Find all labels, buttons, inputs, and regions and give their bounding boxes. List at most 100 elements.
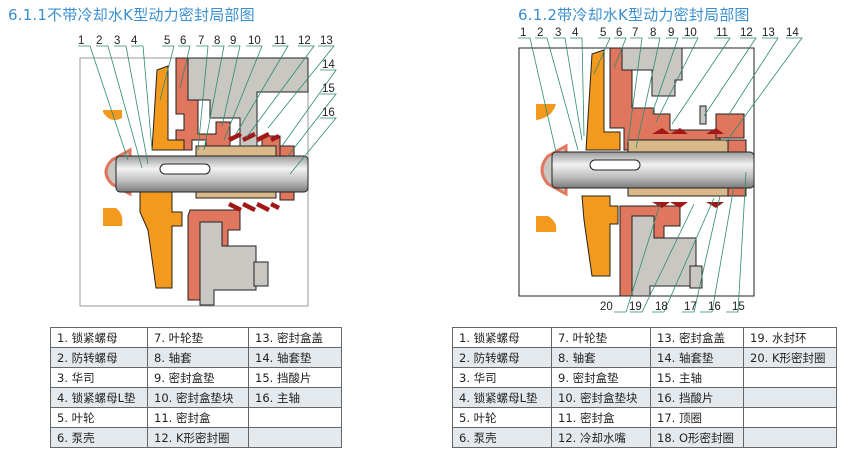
d2-callout: 12 bbox=[740, 27, 753, 39]
parts-table-cell: 9. 密封盒垫 bbox=[551, 367, 651, 388]
d2-callout: 18 bbox=[655, 301, 668, 313]
d1-callout: 2 bbox=[96, 35, 102, 47]
parts-table-cell bbox=[248, 407, 342, 428]
parts-table-cell: 4. 锁紧螺母L垫 bbox=[50, 387, 148, 408]
parts-table-cell: 15. 主轴 bbox=[650, 367, 744, 388]
d2-callout: 9 bbox=[668, 27, 674, 39]
d2-callout: 3 bbox=[555, 27, 561, 39]
d2-impeller-vane-bottom bbox=[536, 216, 557, 232]
d1-gray-housing-lower bbox=[199, 221, 257, 306]
d1-callout: 3 bbox=[114, 35, 120, 47]
d1-callout: 11 bbox=[274, 35, 286, 47]
diagram1-callouts: 1 2 3 4 5 6 7 8 9 10 11 12 13 14 15 16 bbox=[78, 35, 337, 175]
parts-table-cell: 12. 冷却水嘴 bbox=[551, 427, 651, 448]
d1-keyway bbox=[159, 163, 211, 175]
d1-impeller-lower bbox=[139, 191, 183, 289]
parts-table-cell bbox=[743, 367, 837, 388]
d2-callout: 19 bbox=[629, 301, 642, 313]
d2-gland-cover bbox=[715, 113, 745, 139]
parts-table-cell: 2. 防转螺母 bbox=[50, 347, 148, 368]
d2-callout: 2 bbox=[537, 27, 543, 39]
d1-callout: 8 bbox=[214, 35, 220, 47]
parts-table-cell: 4. 锁紧螺母L垫 bbox=[452, 387, 552, 408]
d2-impeller bbox=[585, 49, 621, 151]
d2-cooling-nozzle bbox=[699, 105, 707, 125]
d1-callout: 1 bbox=[78, 35, 84, 47]
d1-impeller-vane-bottom bbox=[103, 208, 123, 226]
parts-table-cell: 19. 水封环 bbox=[743, 327, 837, 348]
parts-table-cell: 13. 密封盒盖 bbox=[248, 327, 342, 348]
d1-main-shaft bbox=[115, 155, 309, 193]
diagram2-title: 6.1.2带冷却水K型动力密封局部图 bbox=[518, 6, 750, 24]
parts-table-cell bbox=[743, 427, 837, 448]
parts-table-cell: 17. 顶圈 bbox=[650, 407, 744, 428]
parts-table-cell: 11. 密封盒 bbox=[551, 407, 651, 428]
parts-table-cell: 3. 华司 bbox=[452, 367, 552, 388]
d2-impeller-vane-top bbox=[536, 104, 556, 120]
diagram2-drawing bbox=[518, 47, 755, 297]
d2-callout: 16 bbox=[708, 301, 721, 313]
d2-callout: 5 bbox=[600, 27, 606, 39]
d1-impeller-vane-top bbox=[103, 110, 122, 120]
d2-callout: 13 bbox=[762, 27, 775, 39]
d2-callout: 11 bbox=[716, 27, 728, 39]
parts-table-cell: 11. 密封盒 bbox=[147, 407, 249, 428]
parts-table-cell bbox=[248, 427, 342, 448]
d1-callout: 5 bbox=[164, 35, 170, 47]
d1-leader-lines bbox=[78, 45, 337, 175]
parts-table-cell bbox=[743, 387, 837, 408]
parts-table-cell: 7. 叶轮垫 bbox=[147, 327, 249, 348]
parts-table-cell: 8. 轴套 bbox=[147, 347, 249, 368]
d2-callout: 8 bbox=[650, 27, 656, 39]
parts-table-cell: 13. 密封盒盖 bbox=[650, 327, 744, 348]
parts-table-cell: 5. 叶轮 bbox=[50, 407, 148, 428]
d1-callout: 10 bbox=[248, 35, 261, 47]
d1-callout: 15 bbox=[322, 83, 335, 95]
parts-table-cell: 18. O形密封圈 bbox=[650, 427, 744, 448]
parts-table-cell: 16. 挡酸片 bbox=[650, 387, 744, 408]
d2-keyway bbox=[589, 159, 641, 171]
parts-table-cell: 1. 锁紧螺母 bbox=[452, 327, 552, 348]
parts-table-cell: 10. 密封盒垫块 bbox=[551, 387, 651, 408]
d2-main-shaft bbox=[551, 151, 755, 189]
parts-table-cell: 8. 轴套 bbox=[551, 347, 651, 368]
parts-table-cell: 2. 防转螺母 bbox=[452, 347, 552, 368]
parts-table-cell: 5. 叶轮 bbox=[452, 407, 552, 428]
d1-k-seal-rings bbox=[228, 132, 280, 212]
d1-callout: 16 bbox=[322, 107, 335, 119]
parts-table-cell bbox=[743, 407, 837, 428]
d2-callout: 1 bbox=[520, 27, 526, 39]
parts-table-cell: 7. 叶轮垫 bbox=[551, 327, 651, 348]
parts-table-cell: 12. K形密封圈 bbox=[147, 427, 249, 448]
diagram1-title: 6.1.1不带冷却水K型动力密封局部图 bbox=[8, 6, 255, 24]
parts-table-cell: 14. 轴套垫 bbox=[248, 347, 342, 368]
d2-callout: 17 bbox=[684, 301, 697, 313]
d1-callout: 13 bbox=[320, 35, 333, 47]
d1-callout: 9 bbox=[230, 35, 236, 47]
parts-table-cell: 20. K形密封圈 bbox=[743, 347, 837, 368]
d1-callout: 6 bbox=[180, 35, 186, 47]
d2-callout: 7 bbox=[632, 27, 638, 39]
d2-callout: 4 bbox=[572, 27, 579, 39]
d2-callout: 15 bbox=[732, 301, 745, 313]
parts-table-cell: 3. 华司 bbox=[50, 367, 148, 388]
d1-bolt bbox=[253, 261, 269, 287]
d2-callout: 20 bbox=[600, 301, 613, 313]
d1-callout: 12 bbox=[298, 35, 311, 47]
d1-callout: 7 bbox=[198, 35, 204, 47]
parts-table-cell: 6. 泵壳 bbox=[452, 427, 552, 448]
d2-pump-casing bbox=[609, 47, 721, 151]
